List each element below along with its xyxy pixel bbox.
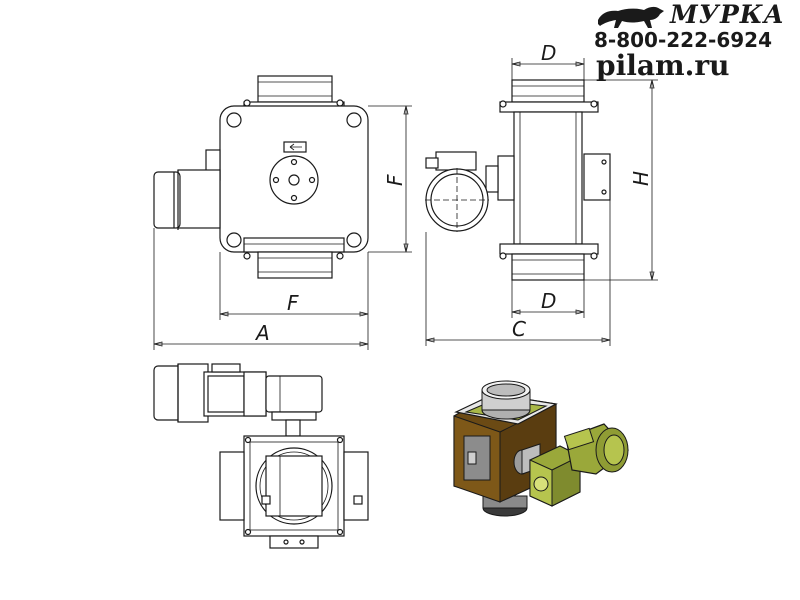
isometric-view bbox=[453, 380, 629, 517]
dimension-a: A bbox=[254, 321, 270, 345]
dimension-f-vertical: F bbox=[383, 174, 407, 186]
brand-phone: 8-800-222-6924 bbox=[594, 28, 772, 52]
side-view: D D C H bbox=[425, 41, 658, 346]
dimension-c: C bbox=[512, 317, 526, 341]
dimension-h: H bbox=[629, 171, 653, 186]
brand-name: МУРКА bbox=[670, 0, 785, 29]
dimension-d-bottom: D bbox=[541, 289, 556, 313]
front-view: F A F bbox=[153, 75, 412, 350]
top-view bbox=[153, 363, 369, 549]
dimension-f-horizontal: F bbox=[287, 291, 299, 315]
brand-site: pilam.ru bbox=[596, 49, 730, 82]
dimension-d-top: D bbox=[541, 41, 556, 65]
panther-icon bbox=[598, 6, 664, 29]
